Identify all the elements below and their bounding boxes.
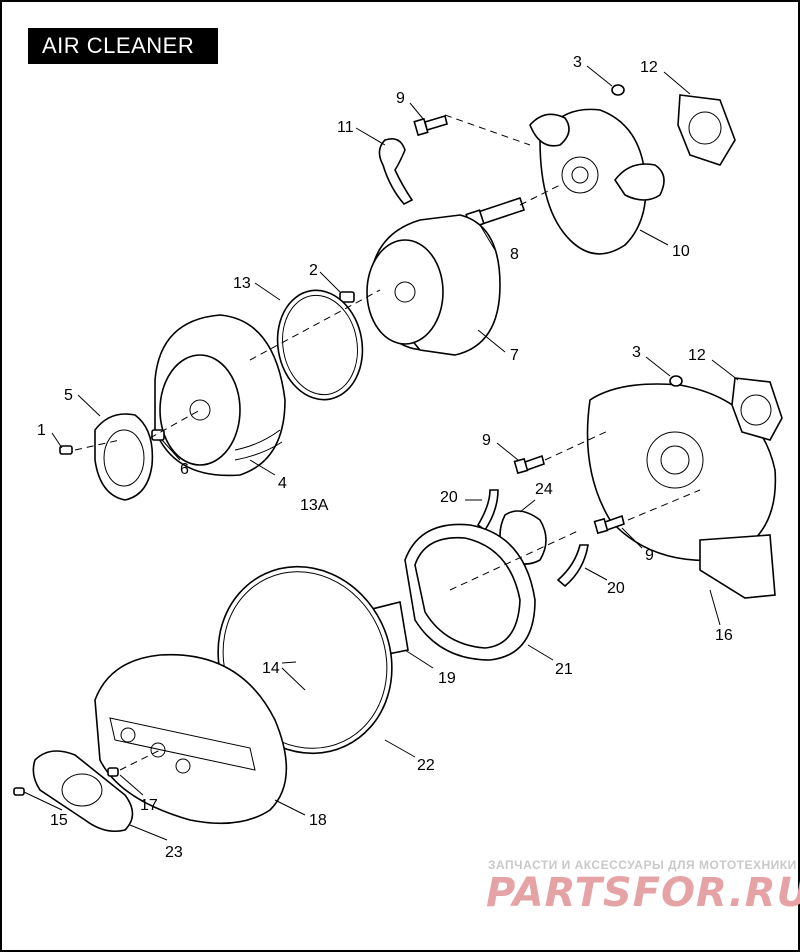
trim-plate-part bbox=[32, 750, 134, 833]
gasket-part bbox=[677, 94, 736, 166]
callout-3: 3 bbox=[573, 54, 582, 71]
callout-4: 4 bbox=[278, 475, 287, 492]
callout-16: 16 bbox=[715, 627, 733, 644]
callout-19: 19 bbox=[438, 670, 456, 687]
cover-part bbox=[154, 314, 286, 477]
callout-8: 8 bbox=[510, 246, 519, 263]
backplate-part bbox=[586, 383, 777, 599]
callout-2: 2 bbox=[309, 262, 318, 279]
callout-3-lower: 3 bbox=[632, 344, 641, 361]
o-ring-part bbox=[669, 375, 683, 387]
screw-part bbox=[13, 787, 25, 796]
callout-12-lower: 12 bbox=[688, 347, 706, 364]
callout-12: 12 bbox=[640, 59, 658, 76]
callout-1: 1 bbox=[37, 422, 46, 439]
hose-part bbox=[476, 489, 499, 532]
callout-15: 15 bbox=[50, 812, 68, 829]
callout-14: 14 bbox=[262, 660, 280, 677]
callout-24: 24 bbox=[535, 481, 553, 498]
cover-part bbox=[94, 653, 288, 825]
callout-7: 7 bbox=[510, 347, 519, 364]
callout-18: 18 bbox=[309, 812, 327, 829]
screw-part bbox=[59, 445, 73, 455]
callout-13a: 13A bbox=[300, 497, 329, 514]
hose-part bbox=[556, 544, 589, 588]
air-filter-part bbox=[404, 523, 536, 661]
watermark-tagline: ЗАПЧАСТИ И АКСЕССУАРЫ ДЛЯ МОТОТЕХНИКИ bbox=[488, 858, 797, 872]
screw-part bbox=[413, 114, 448, 137]
screw-part bbox=[593, 514, 625, 535]
callout-23: 23 bbox=[165, 844, 183, 861]
gasket-part bbox=[731, 377, 783, 441]
callout-20-right: 20 bbox=[607, 580, 625, 597]
screw-part bbox=[107, 767, 119, 777]
callout-22: 22 bbox=[417, 757, 435, 774]
callout-9-right: 9 bbox=[645, 547, 654, 564]
callout-10: 10 bbox=[672, 243, 690, 260]
o-ring-part bbox=[611, 84, 625, 96]
watermark-logo: PARTSFOR.RU bbox=[486, 870, 800, 916]
screw-part bbox=[151, 429, 165, 441]
callout-5: 5 bbox=[64, 387, 73, 404]
callout-21: 21 bbox=[555, 661, 573, 678]
medallion-part bbox=[94, 413, 154, 501]
callout-9-lower: 9 bbox=[482, 432, 491, 449]
callout-11: 11 bbox=[337, 119, 354, 136]
screw-part bbox=[339, 291, 355, 303]
callout-6: 6 bbox=[180, 461, 189, 478]
callout-13: 13 bbox=[233, 275, 251, 292]
callout-9: 9 bbox=[396, 90, 405, 107]
screw-part bbox=[513, 454, 545, 475]
diagram-title: AIR CLEANER bbox=[28, 28, 218, 64]
callout-20: 20 bbox=[440, 489, 458, 506]
seal-ring-part bbox=[276, 289, 364, 401]
callout-17: 17 bbox=[140, 797, 158, 814]
air-filter-part bbox=[366, 214, 501, 356]
bracket-part bbox=[378, 137, 414, 205]
leader-lines bbox=[23, 65, 739, 841]
backplate-part bbox=[529, 108, 665, 255]
